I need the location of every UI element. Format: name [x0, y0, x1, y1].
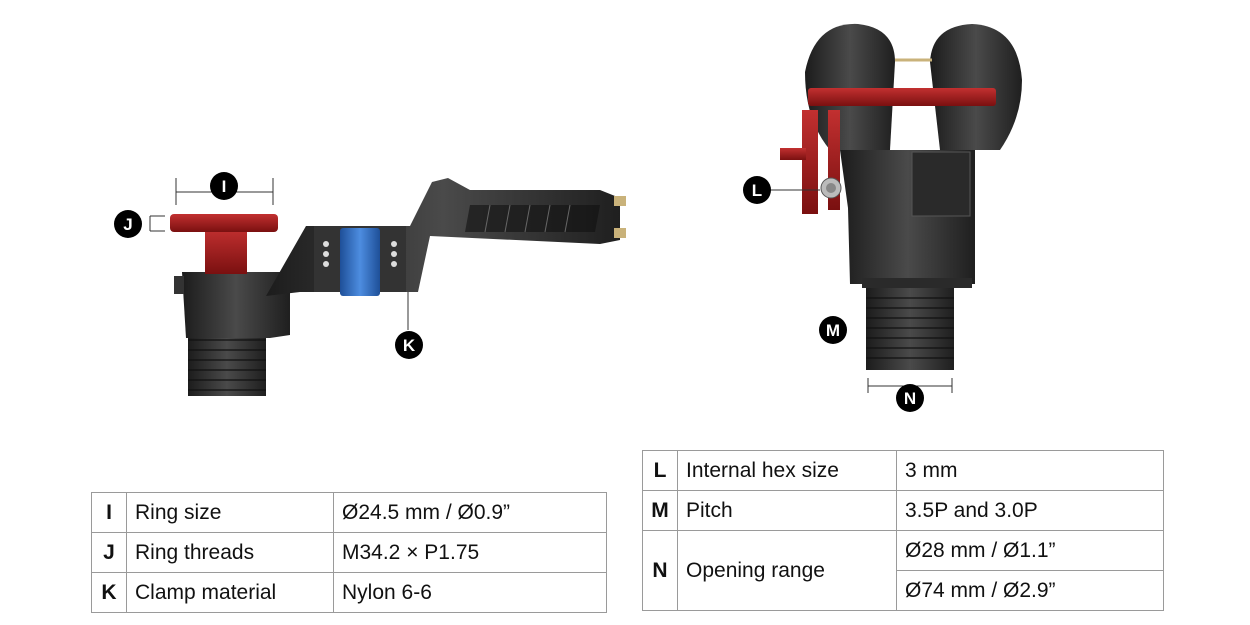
badge-i: I — [210, 172, 238, 200]
row-key: M — [642, 490, 678, 531]
row-label: Pitch — [677, 490, 897, 531]
row-key: L — [642, 450, 678, 491]
table-row: I Ring size Ø24.5 mm / Ø0.9” — [91, 492, 607, 533]
spec-table-right: L Internal hex size 3 mm M Pitch 3.5P an… — [642, 450, 1164, 611]
dimension-j-lines — [149, 215, 165, 232]
table-row: J Ring threads M34.2 × P1.75 — [91, 532, 607, 573]
row-label: Clamp material — [126, 572, 334, 613]
badge-l-text: L — [752, 181, 762, 200]
badge-i-text: I — [222, 177, 227, 196]
badge-j: J — [114, 210, 142, 238]
row-value-min: Ø28 mm / Ø1.1” — [905, 539, 1056, 562]
badge-l: L — [743, 176, 771, 204]
table-row: L Internal hex size 3 mm — [642, 450, 1164, 491]
row-value-max: Ø74 mm / Ø2.9” — [897, 570, 1163, 610]
table-row: M Pitch 3.5P and 3.0P — [642, 490, 1164, 531]
front-view-product — [780, 23, 1022, 370]
badge-n-text: N — [904, 389, 916, 408]
row-key: I — [91, 492, 127, 533]
row-label: Internal hex size — [677, 450, 897, 491]
row-value: M34.2 × P1.75 — [333, 532, 607, 573]
badge-m: M — [819, 316, 847, 344]
badge-m-text: M — [826, 321, 840, 340]
row-value: 3.5P and 3.0P — [896, 490, 1164, 531]
row-label: Opening range — [677, 530, 897, 611]
row-value: 3 mm — [896, 450, 1164, 491]
table-row: K Clamp material Nylon 6-6 — [91, 572, 607, 613]
badge-k: K — [395, 331, 423, 359]
spec-table-left: I Ring size Ø24.5 mm / Ø0.9” J Ring thre… — [91, 492, 607, 613]
side-view-product — [170, 178, 626, 396]
badge-n: N — [896, 384, 924, 412]
row-value: Nylon 6-6 — [333, 572, 607, 613]
product-illustration: I J K L M N — [114, 23, 1022, 412]
row-value: Ø24.5 mm / Ø0.9” — [333, 492, 607, 533]
badge-j-text: J — [123, 215, 132, 234]
badge-k-text: K — [403, 336, 416, 355]
row-key: J — [91, 532, 127, 573]
row-value-stack: Ø28 mm / Ø1.1” Ø74 mm / Ø2.9” — [896, 530, 1164, 611]
table-row: N Opening range Ø28 mm / Ø1.1” Ø74 mm / … — [642, 530, 1164, 611]
row-label: Ring threads — [126, 532, 334, 573]
row-label: Ring size — [126, 492, 334, 533]
row-key: K — [91, 572, 127, 613]
row-key: N — [642, 530, 678, 611]
